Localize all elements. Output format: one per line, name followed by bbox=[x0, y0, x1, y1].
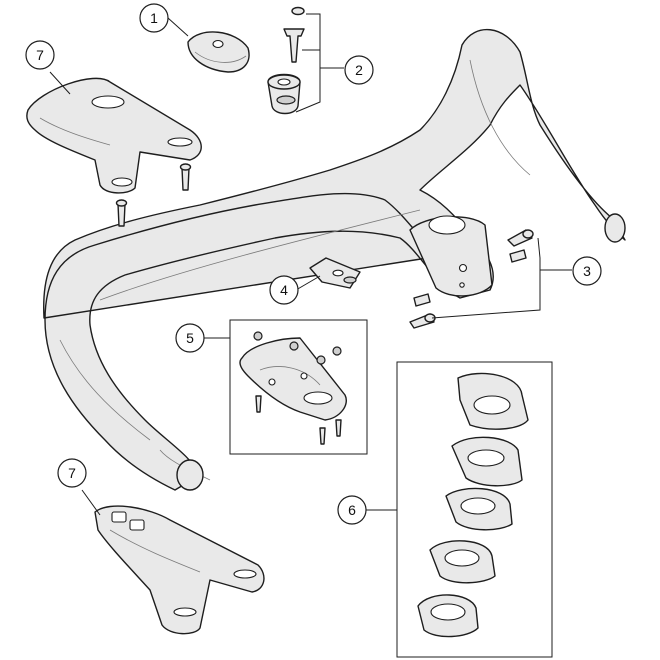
spacer-5 bbox=[417, 594, 479, 638]
svg-text:1: 1 bbox=[150, 10, 158, 26]
svg-text:7: 7 bbox=[68, 465, 76, 481]
part-2-bolt-expander bbox=[267, 6, 305, 115]
part-7-top-mount-bracket bbox=[26, 77, 202, 227]
part-4-clamp-plate bbox=[309, 257, 361, 289]
svg-text:7: 7 bbox=[36, 47, 44, 63]
integrated-handlebar bbox=[43, 29, 626, 491]
part-7-bottom-mount-bracket bbox=[94, 505, 265, 635]
callout-2: 2 bbox=[344, 55, 374, 85]
svg-text:3: 3 bbox=[583, 263, 591, 279]
callout-5: 5 bbox=[175, 323, 205, 353]
callout-7-bottom: 7 bbox=[57, 458, 87, 488]
spacer-3 bbox=[445, 487, 513, 531]
callout-1: 1 bbox=[139, 3, 169, 33]
spacer-2 bbox=[451, 436, 523, 487]
part-5-mount-kit bbox=[229, 319, 368, 455]
part-6-spacer-set bbox=[396, 361, 553, 658]
part-1-top-cap bbox=[187, 31, 250, 73]
svg-text:2: 2 bbox=[355, 62, 363, 78]
svg-text:4: 4 bbox=[280, 282, 288, 298]
callout-7-top: 7 bbox=[25, 40, 55, 70]
callout-6: 6 bbox=[337, 495, 367, 525]
callout-3: 3 bbox=[572, 256, 602, 286]
leader-lines bbox=[49, 13, 572, 516]
part-3-bolt-set bbox=[409, 229, 534, 329]
spacer-1 bbox=[457, 372, 529, 430]
svg-text:5: 5 bbox=[186, 330, 194, 346]
callout-4: 4 bbox=[269, 275, 299, 305]
svg-text:6: 6 bbox=[348, 502, 356, 518]
spacer-4 bbox=[429, 540, 496, 584]
